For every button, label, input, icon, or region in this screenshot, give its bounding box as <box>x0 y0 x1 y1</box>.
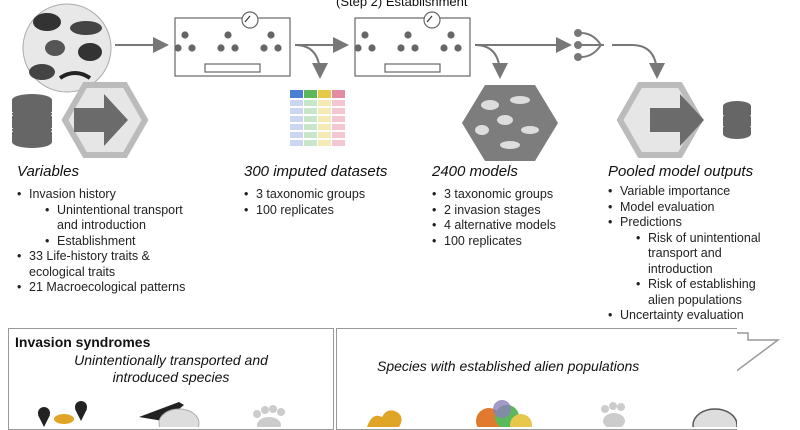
left-panel-label: Unintentionally transported and introduc… <box>74 352 268 385</box>
list-item: 21 Macroecological patterns <box>17 280 247 296</box>
syndromes-title: Invasion syndromes <box>15 334 151 350</box>
list-item: introduction <box>648 261 713 276</box>
list-item: Predictions <box>608 215 798 231</box>
imputed-list: 3 taxonomic groups100 replicates <box>244 187 414 218</box>
imputed-datasets-grid <box>290 90 345 146</box>
variables-title: Variables <box>17 163 79 180</box>
merge-icon <box>574 29 604 61</box>
list-item: Invasion history <box>17 187 247 203</box>
step2-label: (Step 2) Establishment <box>336 0 468 9</box>
workflow-diagram: (Step 2) Establishment <box>12 0 781 385</box>
egg-icon <box>692 408 737 427</box>
input-hexagon-icon <box>61 82 149 158</box>
list-item: alien populations <box>648 292 742 307</box>
pooled-title: Pooled model outputs <box>608 163 754 180</box>
list-item: Unintentional transport <box>17 203 247 219</box>
list-item: Establishment <box>17 234 247 250</box>
list-item: 2 invasion stages <box>432 203 602 219</box>
right-panel-label: Species with established alien populatio… <box>377 358 640 374</box>
list-item: 100 replicates <box>432 234 602 250</box>
pooled-list: Variable importanceModel evaluationPredi… <box>608 184 798 324</box>
syndromes-left-panel: Invasion syndromes Unintentionally trans… <box>8 328 334 430</box>
right-panel-icons <box>367 400 737 427</box>
syndromes-right-panel: Species with established alien populatio… <box>336 328 737 430</box>
models-hexagon-icon <box>462 85 558 161</box>
list-item: 100 replicates <box>244 203 414 219</box>
model-block-step1 <box>174 11 291 77</box>
list-item: Variable importance <box>608 184 798 200</box>
model-block-step2 <box>354 11 471 77</box>
models-list: 3 taxonomic groups2 invasion stages4 alt… <box>432 187 602 249</box>
footprint-icon <box>253 405 285 427</box>
animal-collage-icon <box>22 3 112 93</box>
variables-list: Invasion historyUnintentional transporta… <box>17 187 247 296</box>
list-item: and introduction <box>57 218 146 232</box>
list-item: Uncertainty evaluation <box>608 308 798 324</box>
left-panel-icons <box>38 401 285 427</box>
footprint-icon <box>601 402 625 427</box>
list-item: 4 alternative models <box>432 218 602 234</box>
output-hexagon-icon <box>616 82 704 158</box>
map-pin-icon <box>38 401 87 427</box>
list-item: 33 Life-history traits & <box>17 249 247 265</box>
database-icon <box>12 94 52 148</box>
list-item: Risk of establishing <box>608 277 798 293</box>
imputed-title: 300 imputed datasets <box>244 163 388 180</box>
list-item: Model evaluation <box>608 200 798 216</box>
list-item: transport and <box>648 246 722 260</box>
list-item: ecological traits <box>29 264 116 279</box>
frog-icon <box>54 414 74 424</box>
species-cluster-icon <box>476 400 532 427</box>
list-item: 3 taxonomic groups <box>432 187 602 203</box>
list-item: 3 taxonomic groups <box>244 187 414 203</box>
models-title: 2400 models <box>432 163 518 180</box>
output-database-icon <box>723 101 751 139</box>
list-item: Risk of unintentional <box>608 231 798 247</box>
